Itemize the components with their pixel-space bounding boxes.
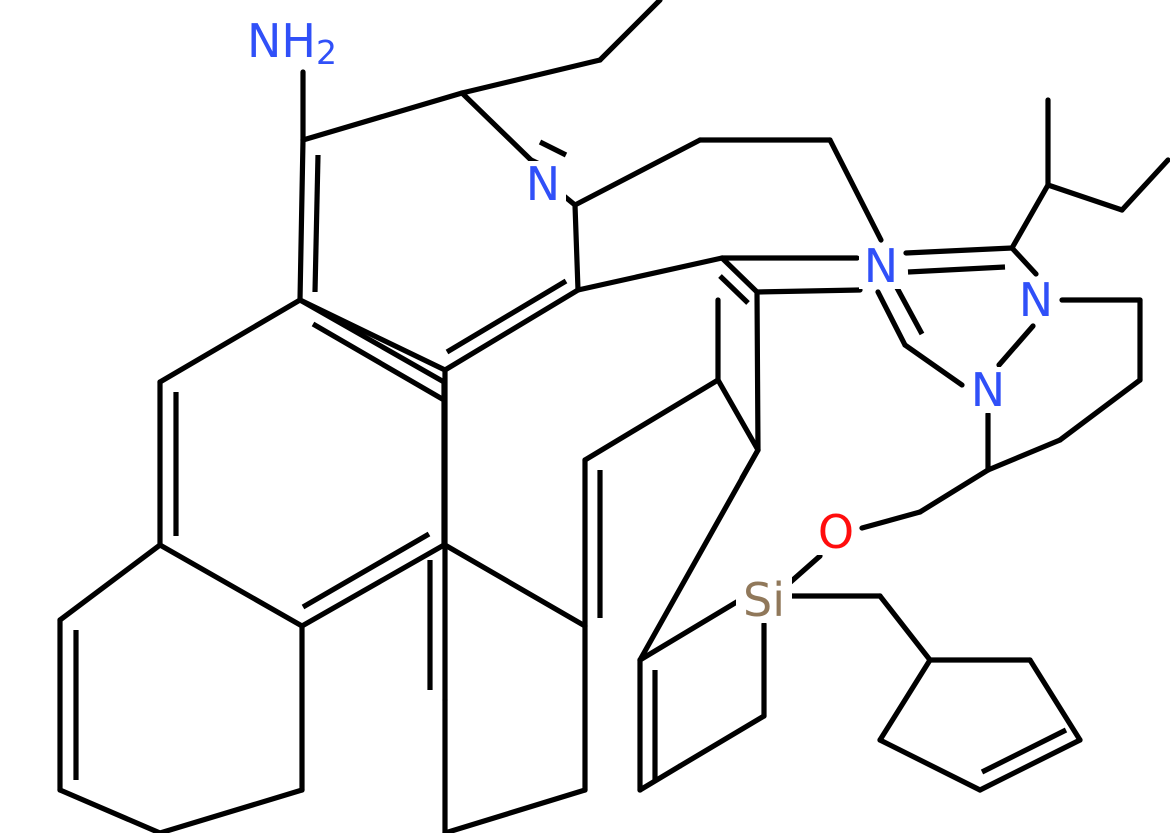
bond-l1 xyxy=(157,297,303,385)
bond-rr5 xyxy=(977,737,1083,793)
halo-si xyxy=(736,577,792,623)
bond-si-right2 xyxy=(877,593,933,663)
bond-t5-double xyxy=(893,284,925,336)
bond-triazole-n3-down2 xyxy=(917,467,991,515)
bond-tm2 xyxy=(597,0,663,63)
bond-rr3 xyxy=(877,657,933,743)
bond-si-alkyl-down2 xyxy=(677,713,767,769)
label-nitrogen-triazole-1: N xyxy=(864,239,898,293)
bond-l6-double xyxy=(311,321,446,403)
bond-a8 xyxy=(719,255,760,295)
bond-t2 xyxy=(1009,245,1039,277)
bond-si-alkyl-left xyxy=(637,597,743,663)
bond-c5 xyxy=(715,377,761,453)
bond-a3 xyxy=(297,137,306,303)
halo-n-triazole-1 xyxy=(859,243,903,289)
bond-r4 xyxy=(637,763,683,793)
bond-l6 xyxy=(297,297,447,385)
bond-a7 xyxy=(575,255,725,293)
bond-tm5 xyxy=(827,137,884,243)
halo-o xyxy=(814,509,858,555)
halo-n-triazole-3 xyxy=(966,367,1010,413)
atom-label-layer: NH2 N N N N O Si xyxy=(247,14,1058,627)
bond-tm3 xyxy=(572,137,703,208)
bond-rr5-double xyxy=(980,727,1068,775)
halo-nh2 xyxy=(263,16,345,66)
bond-t1 xyxy=(903,245,1015,256)
bond-b5 xyxy=(57,787,163,833)
bond-l4 xyxy=(299,542,447,629)
bond-t4 xyxy=(902,342,965,388)
label-amine-nh2: NH2 xyxy=(247,14,337,72)
bond-c4 xyxy=(582,377,721,463)
bond-a8-double xyxy=(718,274,750,305)
bond-a6 xyxy=(572,202,581,293)
bond-a1 xyxy=(300,90,465,143)
bond-b2 xyxy=(157,787,305,833)
bond-rr4 xyxy=(877,737,983,793)
bond-a9 xyxy=(754,289,761,453)
bond-a2 xyxy=(459,90,534,163)
bond-ur4 xyxy=(985,437,1063,473)
triazole-ring-group xyxy=(859,182,1143,531)
bond-rr2 xyxy=(1027,657,1083,743)
bond-triazole-subst-up2 xyxy=(1045,182,1125,213)
bond-t3 xyxy=(996,323,1036,368)
bond-to-oxygen xyxy=(859,509,923,531)
bond-l3 xyxy=(157,542,305,629)
left-polycyclic-system xyxy=(57,0,1170,833)
bond-b3 xyxy=(57,542,163,623)
bond-b7 xyxy=(442,787,588,833)
label-nitrogen-triazole-2: N xyxy=(1019,273,1053,327)
bond-to-n-pyridine-double xyxy=(538,139,568,158)
bond-t5 xyxy=(875,289,908,348)
halo-n-pyridine xyxy=(522,161,566,207)
label-oxygen-ether: O xyxy=(818,505,854,559)
halo-n-triazole-2 xyxy=(1014,277,1058,323)
bond-a5 xyxy=(442,287,581,373)
nh2-subscript: 2 xyxy=(316,33,337,72)
bond-t1-double xyxy=(907,264,1006,275)
bond-tm1 xyxy=(459,57,603,96)
label-silicon: Si xyxy=(743,573,785,627)
label-nitrogen-pyridine: N xyxy=(526,157,560,211)
bond-a5-double xyxy=(445,278,568,355)
bond-aryl-to-triazole-b xyxy=(754,287,863,295)
bond-l4-double xyxy=(301,531,431,610)
silyl-ether-group xyxy=(637,553,933,769)
bond-triazole-subst-up xyxy=(1009,182,1051,251)
label-nitrogen-triazole-3: N xyxy=(971,363,1005,417)
bond-r2 xyxy=(637,447,761,663)
bond-ur2 xyxy=(1119,157,1170,213)
bond-a3-double xyxy=(312,154,321,293)
bond-ur3 xyxy=(1057,377,1143,443)
nh2-main: NH xyxy=(247,14,316,68)
bond-c2 xyxy=(442,542,588,629)
